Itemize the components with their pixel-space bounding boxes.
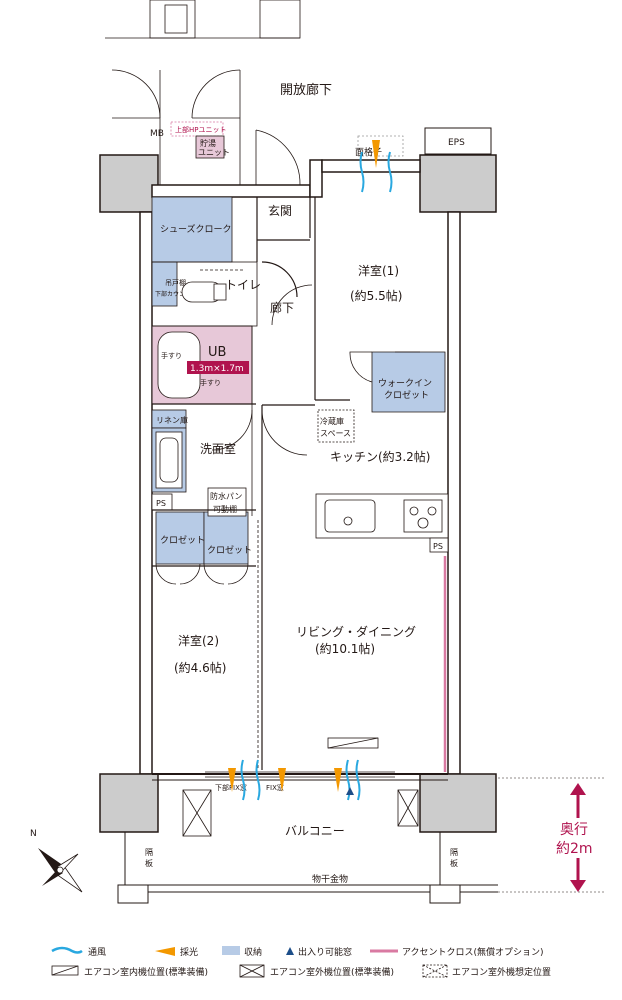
exterior-walls bbox=[99, 154, 497, 833]
balcony-structure bbox=[117, 789, 498, 904]
light-markers bbox=[228, 140, 380, 792]
depth-indicator bbox=[498, 777, 605, 893]
fix-label: FIX窓 bbox=[266, 783, 284, 792]
depth-label: 奥行 bbox=[560, 821, 588, 838]
closet-doors bbox=[155, 351, 420, 585]
ps3-box bbox=[429, 537, 449, 553]
western2-label: 洋室(2) bbox=[178, 633, 219, 648]
eps-label: EPS bbox=[448, 138, 465, 148]
fridge-box bbox=[317, 409, 355, 443]
kitchen-label: キッチン(約3.2帖) bbox=[330, 449, 430, 464]
laundry-label: 物干金物 bbox=[312, 873, 348, 885]
corridor-structures bbox=[105, 0, 301, 186]
western1-size: (約5.5帖) bbox=[350, 288, 402, 303]
washroom-fixtures bbox=[155, 404, 253, 517]
legend-label: 出入り可能窓 bbox=[298, 946, 352, 958]
storage-unit-label-1: 貯湯 bbox=[200, 138, 216, 148]
kitchen-counter bbox=[315, 493, 449, 539]
waterproof-pan-label: 防水パン bbox=[210, 491, 242, 501]
ps3-label: PS bbox=[433, 542, 443, 551]
shoe-closet-label: シューズクローク bbox=[160, 223, 232, 235]
legend-label: アクセントクロス(無償オプション) bbox=[402, 946, 544, 958]
partition1-label-1: 隔 bbox=[145, 848, 153, 857]
handrail1-label: 手すり bbox=[161, 351, 182, 360]
washroom-label: 洗面室 bbox=[200, 441, 236, 456]
grille-outline bbox=[357, 135, 404, 157]
ub-size-label: 1.3m×1.7m bbox=[190, 364, 244, 374]
compass-n-label: N bbox=[30, 829, 37, 839]
legend-light-icon bbox=[155, 947, 175, 956]
storage-unit-label-2: ユニット bbox=[198, 148, 230, 157]
eps-box bbox=[424, 127, 492, 155]
western2-size: (約4.6帖) bbox=[174, 660, 226, 675]
ps2-label: PS bbox=[156, 499, 166, 508]
lower-counter-label: 下部カウンター bbox=[155, 290, 197, 298]
toilet-area bbox=[151, 261, 258, 327]
legend-label: 採光 bbox=[180, 946, 198, 958]
partition2-label-2: 板 bbox=[450, 858, 458, 868]
movable-shelf-label: 可動棚 bbox=[213, 504, 237, 514]
legend-storage-icon bbox=[222, 946, 240, 955]
fridge-label-1: 冷蔵庫 bbox=[320, 416, 344, 426]
ub-size-badge bbox=[187, 361, 249, 374]
closet2-label: クロゼット bbox=[207, 544, 252, 556]
depth-value: 約2m bbox=[556, 841, 593, 857]
living-label: リビング・ダイニング bbox=[296, 624, 416, 639]
legend-label: エアコン室外機想定位置 bbox=[452, 966, 551, 978]
legend-label: 通風 bbox=[88, 947, 106, 958]
hallway-label: 廊下 bbox=[270, 300, 294, 315]
balcony-label: バルコニー bbox=[285, 824, 345, 838]
western1-label: 洋室(1) bbox=[358, 263, 399, 278]
storage-unit-box bbox=[195, 135, 225, 159]
legend-ac-out-icon bbox=[239, 964, 265, 978]
legend-label: エアコン室内機位置(標準装備) bbox=[84, 966, 208, 978]
legend: 通風 採光 収納 出入り可能窓 アクセントクロス(無償オプション) エアコン室内… bbox=[51, 946, 551, 978]
toilet-label: トイレ bbox=[225, 278, 261, 292]
door-window-marker bbox=[346, 787, 354, 795]
corridor-label: 開放廊下 bbox=[280, 82, 332, 98]
partition2-label-1: 隔 bbox=[450, 848, 458, 857]
closet1-label: クロゼット bbox=[160, 534, 205, 546]
lower-fix-label: 下部FIX窓 bbox=[215, 783, 247, 792]
legend-ac-in-icon bbox=[51, 965, 79, 976]
living-size: (約10.1帖) bbox=[315, 641, 375, 656]
handrail2-label: 手すり bbox=[200, 378, 221, 387]
ub-label: UB bbox=[208, 345, 226, 360]
walkin-label-1: ウォークイン bbox=[378, 378, 432, 389]
entrance-label: 玄関 bbox=[268, 203, 292, 218]
water-heater-label: 上部HPユニット bbox=[175, 125, 227, 134]
legend-wind-icon bbox=[51, 946, 83, 954]
ac-indoor-unit bbox=[327, 737, 379, 749]
legend-label: エアコン室外機位置(標準装備) bbox=[270, 966, 394, 978]
fridge-label-2: スペース bbox=[320, 429, 351, 438]
wind-markers bbox=[240, 151, 393, 801]
legend-ac-out-dashed-icon bbox=[422, 964, 448, 978]
legend-arrow-icon bbox=[286, 947, 294, 955]
legend-label: 収納 bbox=[244, 946, 262, 958]
windows bbox=[205, 771, 395, 778]
interior-walls bbox=[152, 197, 350, 770]
wall-cabinet-label: 吊戸棚 bbox=[165, 278, 186, 287]
partition1-label-2: 板 bbox=[145, 858, 153, 868]
walkin-label-2: クロゼット bbox=[384, 389, 429, 401]
mb-label: MB bbox=[150, 129, 164, 139]
linen-label: リネン庫 bbox=[156, 415, 188, 425]
compass-icon bbox=[38, 848, 83, 893]
